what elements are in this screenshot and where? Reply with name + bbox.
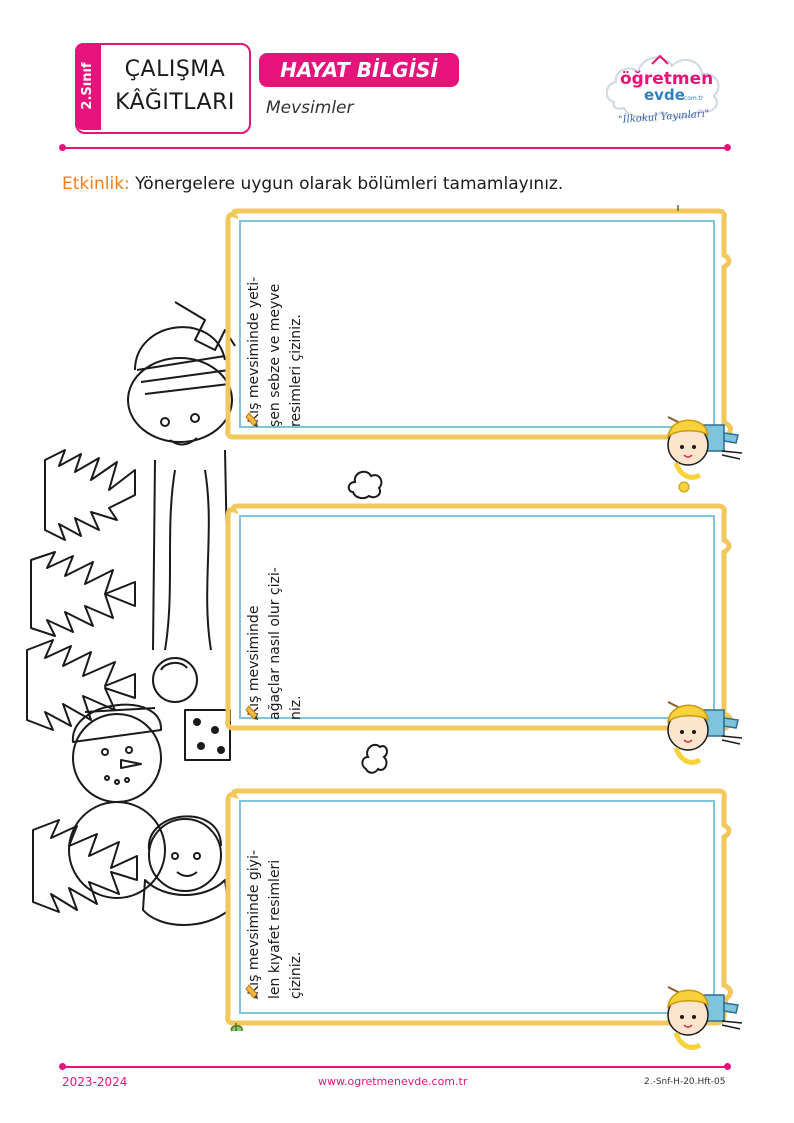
prompt-3-line-3: çiziniz. [288, 951, 304, 999]
prompt-2-line-3: niz. [288, 695, 304, 720]
top-divider [62, 147, 727, 149]
snowball-icon [152, 657, 198, 703]
pine-tree-icon [44, 449, 136, 541]
prompt-3-line-2: len kıyafet resimleri [267, 859, 283, 999]
svg-text:öğretmen: öğretmen [620, 69, 713, 89]
activity-prompt-2: Kış mevsiminde ağaçlar nasıl olur çizi- … [244, 567, 307, 720]
worksheet-title-badge [75, 43, 251, 134]
prompt-1-line-3: resimleri çiziniz. [288, 314, 304, 427]
activity-prompt-1: Kış mevsiminde yeti- şen sebze ve meyve … [244, 277, 307, 427]
activity-prompt-3: Kış mevsiminde giyi- len kıyafet resimle… [244, 850, 307, 999]
bottom-divider [62, 1066, 727, 1068]
prompt-1-line-1: Kış mevsiminde yeti- [244, 277, 265, 427]
rule-dot-right [724, 144, 731, 151]
activity-instruction: Etkinlik: Yönergelere uygun olarak bölüm… [62, 174, 563, 194]
pine-tree-icon [32, 819, 138, 913]
winter-scene-illustration [25, 290, 250, 930]
title-line-1: ÇALIŞMA [124, 57, 226, 82]
scarf-pattern [184, 709, 231, 761]
subject-pill [259, 53, 459, 87]
mascot-girl-icon [667, 986, 743, 1050]
footer-year: 2023-2024 [62, 1075, 128, 1089]
publisher-logo: öğretmen evde .com.tr "İlkokul Yayınları… [600, 40, 730, 140]
subject-title: HAYAT BİLGİSİ [280, 58, 438, 82]
grade-tab [75, 43, 101, 130]
prompt-1-line-2: şen sebze ve meyve [267, 283, 283, 427]
topic-title: Mevsimler [266, 98, 354, 118]
grade-label: 2.Sınıf [80, 62, 95, 110]
pine-tree-icon [26, 639, 136, 731]
cloud-logo-icon: öğretmen evde .com.tr "İlkokul Yayınları… [605, 54, 720, 126]
child-with-scarf-figure [142, 815, 230, 926]
pine-tree-icon [30, 551, 136, 637]
rule-dot-right [724, 1063, 731, 1070]
activity-text: Yönergelere uygun olarak bölümleri tamam… [129, 174, 564, 194]
svg-text:evde: evde [644, 86, 685, 104]
prompt-3-line-1: Kış mevsiminde giyi- [244, 850, 265, 999]
footer-website-link[interactable]: www.ogretmenevde.com.tr [318, 1075, 468, 1088]
prompt-2-line-2: ağaçlar nasıl olur çizi- [267, 567, 283, 720]
svg-text:.com.tr: .com.tr [682, 95, 704, 102]
mascot-girl-icon [667, 701, 743, 765]
snowman-figure [68, 703, 166, 899]
activity-label: Etkinlik: [62, 174, 130, 194]
title-line-2: KÂĞITLARI [115, 90, 235, 115]
cloud-puff-icon [361, 743, 388, 774]
prompt-2-line-1: Kış mevsiminde [244, 567, 265, 720]
mascot-girl-icon [667, 416, 743, 493]
child-with-hat-figure [127, 301, 236, 651]
footer-sheet-code: 2.-Snf-H-20.Hft-05 [644, 1077, 726, 1087]
cloud-puff-icon [347, 470, 383, 500]
